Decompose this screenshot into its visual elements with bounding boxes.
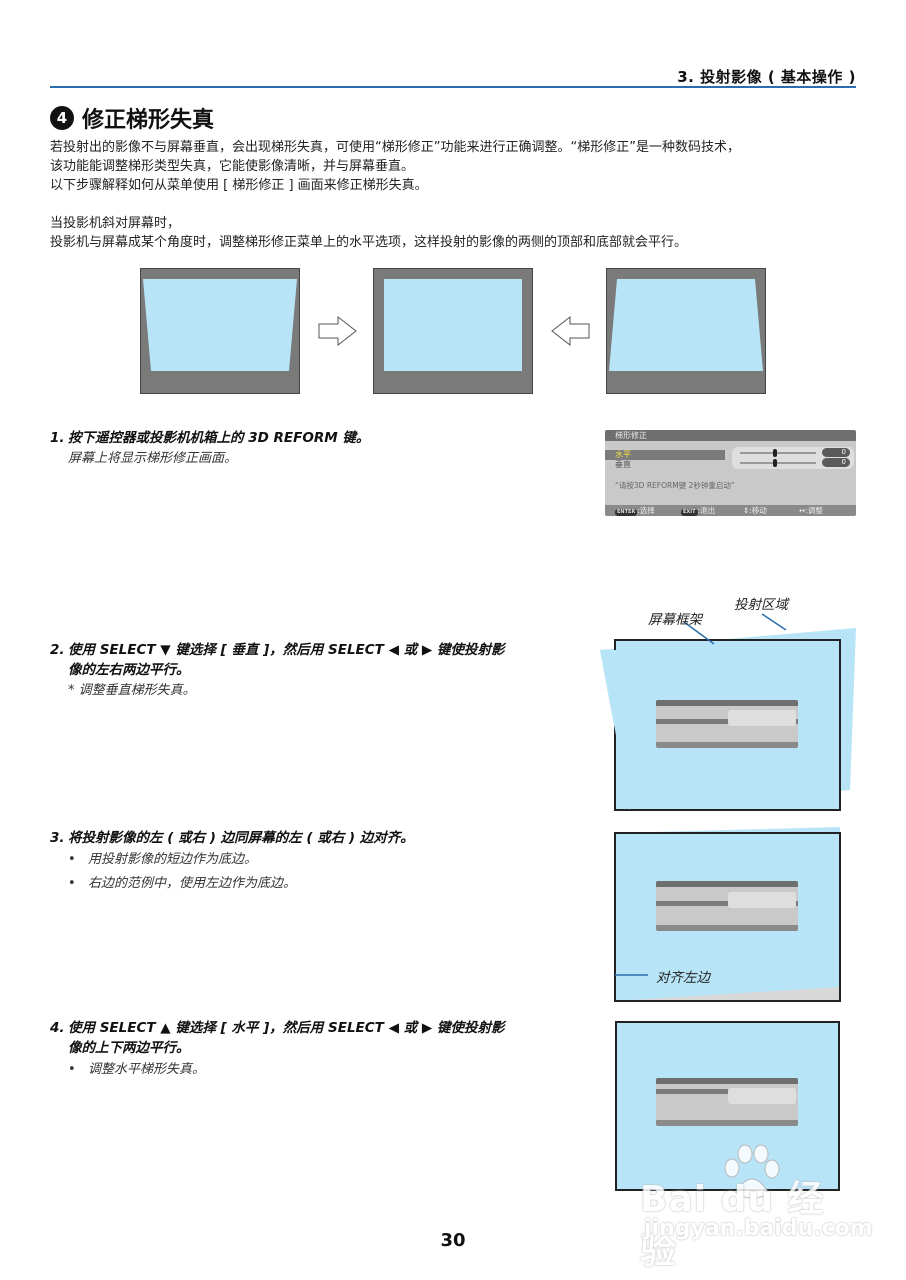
adjust-key-icon: ↔ xyxy=(799,506,806,515)
move-key-icon: ⇕ xyxy=(743,506,750,515)
step-2: 2.使用 SELECT ▼ 键选择 [ 垂直 ]，然后用 SELECT ◀ 或 … xyxy=(50,640,580,702)
step-4: 4.使用 SELECT ▲ 键选择 [ 水平 ]，然后用 SELECT ◀ 或 … xyxy=(50,1018,580,1082)
osd-footer-label: :选择 xyxy=(637,506,655,515)
watermark-brand: Bai du 经验 xyxy=(640,1179,825,1272)
step-3-figure: 对齐左边 xyxy=(598,825,868,1010)
osd-footer-label: :移动 xyxy=(749,506,767,515)
step-sub: * 调整垂直梯形失真。 xyxy=(68,683,196,698)
step-heading: 使用 SELECT ▲ 键选择 [ 水平 ]，然后用 SELECT ◀ 或 ▶ … xyxy=(68,1020,505,1036)
enter-key-icon: ENTER xyxy=(615,509,638,516)
step-number: 2. xyxy=(50,642,65,658)
arrow-right-icon xyxy=(318,315,358,350)
bullet-item: 右边的范例中，使用左边作为底边。 xyxy=(88,876,297,891)
step-number: 3. xyxy=(50,830,65,846)
bullet-item: 调整水平梯形失真。 xyxy=(88,1062,206,1077)
bullet-item: 用投射影像的短边作为底边。 xyxy=(88,852,258,867)
keystone-corrected-diagram xyxy=(373,268,533,394)
vertical-slider-knob[interactable] xyxy=(773,459,777,467)
page-number: 30 xyxy=(440,1230,466,1251)
mini-osd-menu xyxy=(656,700,798,748)
step-sub: 屏幕上将显示梯形修正画面。 xyxy=(68,451,238,466)
projection-area-label: 投射区域 xyxy=(734,597,788,613)
osd-row-vertical[interactable]: 垂直 xyxy=(605,460,856,470)
screen-frame-label: 屏幕框架 xyxy=(648,612,702,628)
baidu-watermark: Bai du 经验 jingyan.baidu.com xyxy=(640,1142,873,1272)
intro-line: 若投射出的影像不与屏幕垂直，会出现梯形失真，可使用“梯形修正”功能来进行正确调整… xyxy=(50,140,740,155)
section-number-badge: 4 xyxy=(50,106,74,130)
osd-footer-label: :调整 xyxy=(805,506,823,515)
osd-footer: ENTER:选择 EXIT:退出 ⇕:移动 ↔:调整 xyxy=(605,505,856,516)
intro-line: 当投影机斜对屏幕时， xyxy=(50,216,181,231)
mini-osd-menu xyxy=(656,1078,798,1126)
step-1: 1.按下遥控器或投影机机箱上的 3D REFORM 键。 屏幕上将显示梯形修正画… xyxy=(50,428,580,470)
step-heading: 使用 SELECT ▼ 键选择 [ 垂直 ]，然后用 SELECT ◀ 或 ▶ … xyxy=(68,642,505,658)
section-title: 4 修正梯形失真 xyxy=(50,102,214,134)
watermark-url: jingyan.baidu.com xyxy=(644,1216,873,1241)
osd-hint: “请按3D REFORM键 2秒钟重启动” xyxy=(615,481,735,490)
intro-line: 投影机与屏幕成某个角度时，调整梯形修正菜单上的水平选项，这样投射的影像的两侧的顶… xyxy=(50,235,688,250)
header-rule xyxy=(50,86,856,88)
osd-row-horizontal[interactable]: 水平 xyxy=(605,450,725,460)
intro-text: 若投射出的影像不与屏幕垂直，会出现梯形失真，可使用“梯形修正”功能来进行正确调整… xyxy=(50,138,860,252)
osd-title: 梯形修正 xyxy=(605,430,856,441)
align-left-label: 对齐左边 xyxy=(656,970,710,986)
step-heading-cont: 像的上下两边平行。 xyxy=(68,1040,190,1056)
arrow-left-icon xyxy=(550,315,590,350)
mini-osd-menu xyxy=(656,881,798,931)
section-title-text: 修正梯形失真 xyxy=(82,108,215,133)
osd-footer-label: :退出 xyxy=(697,506,716,515)
step-heading: 将投射影像的左 ( 或右 ) 边同屏幕的左 ( 或右 ) 边对齐。 xyxy=(68,830,414,846)
step-4-figure xyxy=(598,1018,868,1198)
step-heading-cont: 像的左右两边平行。 xyxy=(68,662,190,678)
step-heading: 按下遥控器或投影机机箱上的 3D REFORM 键。 xyxy=(68,430,370,446)
step-number: 1. xyxy=(50,430,65,446)
osd-slider-area: 0 0 xyxy=(732,447,854,469)
horizontal-slider-track[interactable] xyxy=(740,452,816,454)
osd-row-label: 垂直 xyxy=(615,460,631,469)
exit-key-icon: EXIT xyxy=(681,509,698,516)
keystone-diagram-row xyxy=(0,268,906,396)
keystone-osd-menu: 梯形修正 水平 垂直 0 0 “请按3D REFORM键 2秒钟重启动” ENT… xyxy=(605,430,856,516)
osd-row-label: 水平 xyxy=(615,450,631,459)
keystone-right-diagram xyxy=(606,268,766,394)
vertical-slider-track[interactable] xyxy=(740,462,816,464)
keystone-left-diagram xyxy=(140,268,300,394)
paw-icon xyxy=(724,1144,780,1199)
horizontal-value: 0 xyxy=(822,448,850,457)
step-2-figure: 屏幕框架 投射区域 xyxy=(598,590,868,820)
step-3: 3.将投射影像的左 ( 或右 ) 边同屏幕的左 ( 或右 ) 边对齐。 •用投射… xyxy=(50,828,580,896)
step-number: 4. xyxy=(50,1020,65,1036)
horizontal-slider-knob[interactable] xyxy=(773,449,777,457)
chapter-title: 3. 投射影像 ( 基本操作 ) xyxy=(677,68,856,86)
intro-line: 以下步骤解释如何从菜单使用 [ 梯形修正 ] 画面来修正梯形失真。 xyxy=(50,178,428,193)
vertical-value: 0 xyxy=(822,458,850,467)
intro-line: 该功能能调整梯形类型失真，它能使影像清晰，并与屏幕垂直。 xyxy=(50,159,415,174)
